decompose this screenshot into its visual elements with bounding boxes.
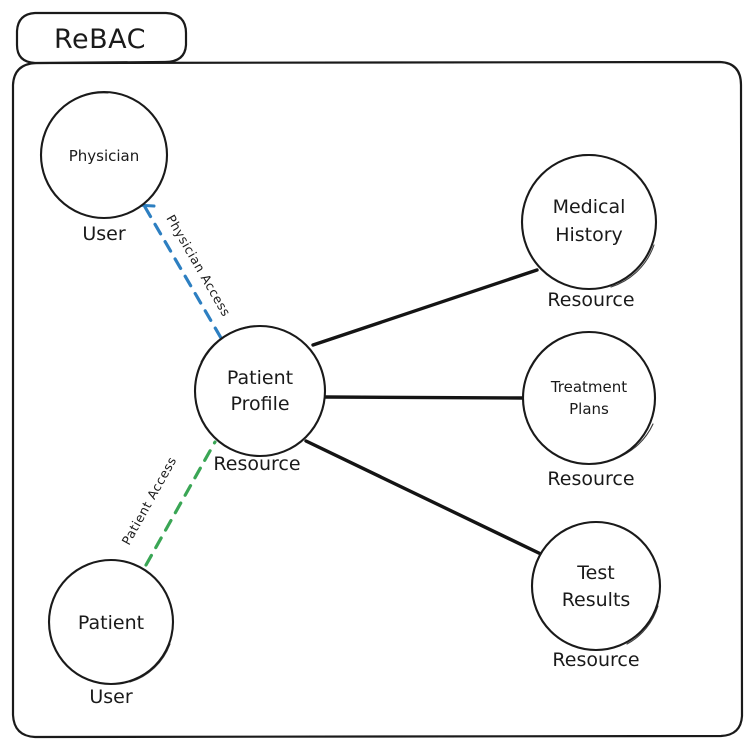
node-test-results-sketch-arc [537, 521, 602, 561]
node-medical-history-sketch-arc2 [610, 244, 655, 288]
node-patient-circle[interactable] [47, 558, 175, 686]
node-physician-sketch-arc [46, 92, 109, 129]
node-patient[interactable]: Patient User [47, 558, 175, 708]
node-physician-label: Physician [69, 147, 140, 165]
diagram-frame [11, 60, 744, 739]
node-patient-profile-circle[interactable] [193, 324, 327, 458]
edge-profile-medical-history[interactable] [311, 268, 539, 347]
node-test-results-label-line1: Test [576, 562, 614, 584]
node-treatment-plans-type-label: Resource [547, 468, 634, 490]
node-treatment-plans-label-line1: Treatment [550, 378, 627, 396]
node-medical-history-sketch-arc [527, 154, 597, 195]
node-medical-history-type-label: Resource [547, 289, 634, 311]
node-patient-label: Patient [78, 612, 144, 634]
node-patient-profile-label-line2: Profile [230, 393, 289, 415]
node-test-results-label-line2: Results [562, 589, 631, 611]
node-treatment-plans-sketch-arc2 [616, 423, 654, 459]
node-medical-history-label-line2: History [555, 224, 623, 246]
title-tab-shape [15, 11, 188, 65]
node-patient-sketch-arc [129, 643, 171, 683]
node-medical-history-label-line1: Medical [553, 196, 626, 218]
node-patient-profile[interactable]: Patient Profile Resource [193, 324, 327, 475]
edge-physician-access[interactable] [143, 205, 223, 340]
frame-title-tab: ReBAC [15, 11, 188, 65]
node-treatment-plans-label-line2: Plans [569, 400, 609, 418]
node-test-results[interactable]: Test Results Resource [530, 520, 662, 671]
edge-patient-access[interactable] [144, 440, 217, 567]
edge-label-physician-access: Physician Access [163, 212, 234, 319]
node-treatment-plans[interactable]: Treatment Plans Resource [521, 330, 657, 490]
node-medical-history[interactable]: Medical History Resource [520, 153, 658, 311]
node-medical-history-circle[interactable] [520, 153, 658, 291]
node-patient-type-label: User [89, 686, 132, 708]
page-title: ReBAC [54, 24, 146, 55]
node-patient-profile-type-label: Resource [213, 453, 300, 475]
edge-profile-treatment-plans[interactable] [323, 395, 526, 400]
node-patient-profile-sketch-arc [200, 325, 263, 363]
node-treatment-plans-sketch-arc [530, 331, 594, 369]
edge-profile-test-results[interactable] [304, 439, 547, 558]
node-test-results-sketch-arc2 [626, 605, 659, 645]
node-test-results-type-label: Resource [552, 649, 639, 671]
edges-group [134, 203, 547, 567]
node-patient-profile-label-line1: Patient [227, 367, 293, 389]
frame-border [11, 60, 744, 739]
node-physician[interactable]: Physician User [39, 90, 169, 245]
node-physician-type-label: User [82, 223, 125, 245]
node-physician-circle[interactable] [39, 90, 169, 220]
edge-label-patient-access: Patient Access [119, 454, 180, 548]
